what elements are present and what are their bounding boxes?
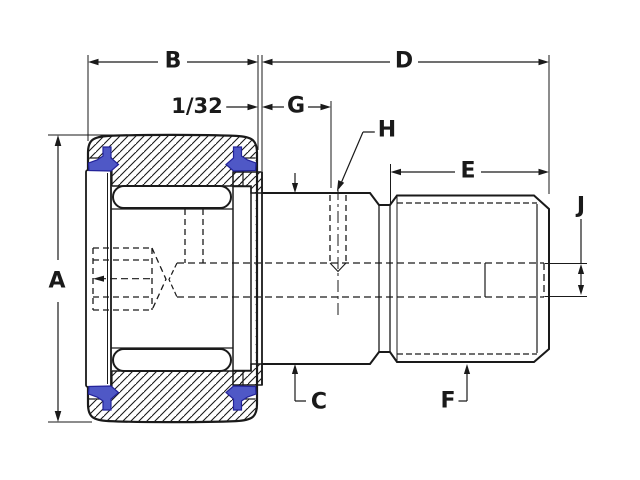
seals — [87, 146, 257, 411]
dim-label-e: E — [457, 159, 479, 183]
dim-label-f: F — [437, 389, 459, 413]
dim-label-g: G — [283, 94, 309, 118]
seal-top-left — [87, 146, 120, 172]
dim-C — [291, 173, 306, 402]
radial-grease-hole-inner — [184, 209, 204, 263]
dim-A — [48, 134, 178, 423]
hex-socket — [92, 247, 167, 311]
relief-groove-faces — [378, 205, 391, 352]
socket-centerline-arrow — [93, 275, 104, 282]
dim-J — [545, 219, 587, 297]
dimensions — [48, 55, 587, 423]
axial-grease-passage — [168, 262, 545, 298]
radial-grease-hole-shaft — [329, 188, 347, 318]
dim-label-b: B — [161, 49, 185, 73]
dim-E — [390, 164, 549, 205]
dim-label-c: C — [307, 390, 331, 414]
thread-minor-diameter-lines — [397, 202, 537, 355]
dim-B — [87, 55, 259, 150]
hidden-lines — [92, 188, 545, 318]
dim-gap — [224, 103, 258, 111]
ring-bore — [89, 158, 256, 399]
seal-top-right — [225, 146, 257, 172]
stud-flange — [232, 171, 263, 386]
dim-G — [262, 101, 332, 188]
needle-roller-bottom — [112, 348, 232, 372]
needle-rollers — [112, 185, 232, 372]
dim-label-h: H — [374, 118, 400, 142]
seal-bottom-left — [87, 385, 120, 411]
stud-shaft — [262, 192, 550, 365]
dim-label-a: A — [45, 269, 69, 293]
dim-label-d: D — [391, 49, 417, 73]
dim-label-j: J — [573, 194, 589, 218]
dim-H — [337, 131, 375, 191]
dim-F — [458, 364, 471, 402]
needle-roller-top — [112, 185, 232, 209]
right-end-plate — [232, 185, 252, 372]
dim-label-1-32: 1/32 — [168, 95, 226, 117]
seal-bottom-right — [225, 385, 257, 411]
shaft-outline — [262, 192, 550, 365]
dim-D — [261, 55, 550, 194]
